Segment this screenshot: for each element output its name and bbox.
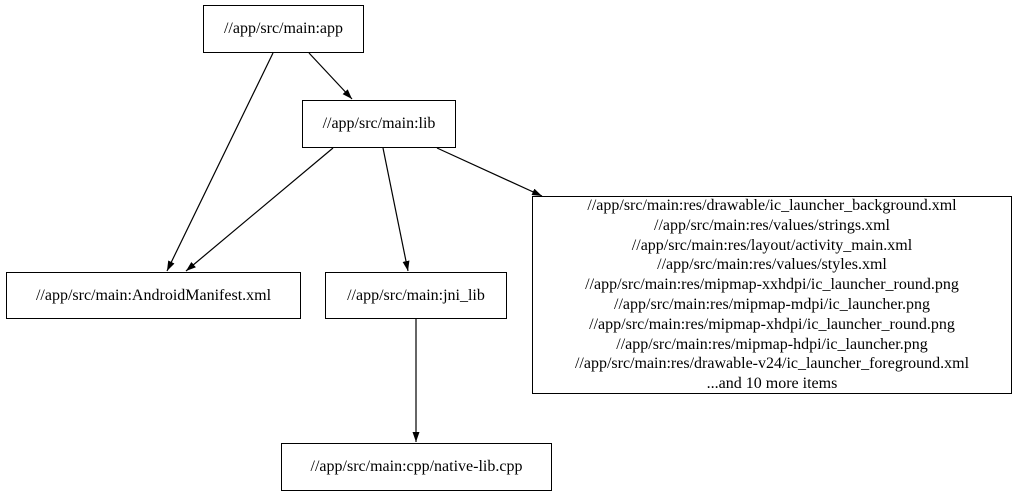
node-jni-lib-label: //app/src/main:jni_lib (347, 286, 485, 304)
node-native-lib-cpp-label: //app/src/main:cpp/native-lib.cpp (310, 458, 523, 476)
node-app: //app/src/main:app (203, 5, 364, 53)
node-lib-label: //app/src/main:lib (322, 115, 436, 133)
res-file-line: //app/src/main:res/values/styles.xml (657, 256, 887, 274)
res-file-line: //app/src/main:res/mipmap-xxhdpi/ic_laun… (585, 276, 959, 294)
node-app-label: //app/src/main:app (223, 20, 344, 38)
node-android-manifest: //app/src/main:AndroidManifest.xml (6, 272, 301, 319)
node-lib: //app/src/main:lib (302, 100, 456, 148)
res-file-line: //app/src/main:res/drawable/ic_launcher_… (587, 197, 957, 215)
node-native-lib-cpp: //app/src/main:cpp/native-lib.cpp (281, 443, 552, 491)
res-file-line: //app/src/main:res/layout/activity_main.… (631, 236, 913, 254)
edge-lib-to-manifest (185, 147, 334, 272)
edge-lib-to-res (436, 147, 543, 197)
res-file-line: //app/src/main:res/drawable-v24/ic_launc… (574, 355, 970, 373)
res-file-line: //app/src/main:res/mipmap-mdpi/ic_launch… (614, 296, 930, 313)
node-res-files: //app/src/main:res/drawable/ic_launcher_… (532, 196, 1012, 394)
edge-app-to-manifest (166, 52, 274, 272)
res-more-items-line: ...and 10 more items (706, 375, 838, 393)
node-jni-lib: //app/src/main:jni_lib (325, 272, 507, 319)
res-file-line: //app/src/main:res/values/strings.xml (654, 216, 890, 234)
res-file-line: //app/src/main:res/mipmap-xhdpi/ic_launc… (589, 315, 955, 333)
edge-app-to-lib (308, 52, 353, 100)
edge-lib-to-jni-lib (382, 147, 410, 272)
node-android-manifest-label: //app/src/main:AndroidManifest.xml (35, 286, 272, 304)
res-file-line: //app/src/main:res/mipmap-hdpi/ic_launch… (616, 335, 928, 353)
